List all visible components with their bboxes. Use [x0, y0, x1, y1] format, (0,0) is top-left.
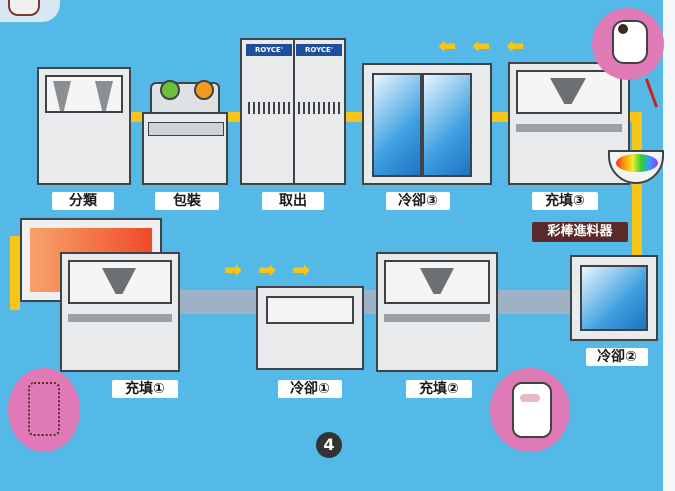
label-filling3: 充填③: [532, 192, 598, 210]
label-filling2: 充填②: [406, 380, 472, 398]
label-sorting: 分類: [52, 192, 114, 210]
cow-badge-bottom: [490, 368, 570, 452]
label-takeout: 取出: [262, 192, 324, 210]
cooling1-machine: [256, 286, 364, 370]
filling3-machine: [508, 62, 630, 185]
flow-arrow-right-3: ➡: [292, 258, 311, 283]
orange-indicator-icon: [194, 80, 214, 100]
cow-badge-top: [592, 8, 664, 80]
green-indicator-icon: [160, 80, 180, 100]
label-colorfeeder: 彩棒進料器: [532, 222, 628, 242]
packaging-machine: [142, 112, 228, 185]
flow-arrow-right-2: ➡: [258, 258, 277, 283]
label-packaging: 包裝: [155, 192, 219, 210]
filling2-machine: [376, 252, 498, 372]
cooling3-cabinet: [362, 63, 492, 185]
label-cooling3: 冷卻③: [386, 192, 450, 210]
takeout-machine: ROYCE' ROYCE': [240, 38, 346, 185]
label-cooling2: 冷卻②: [586, 348, 648, 366]
brand-left: ROYCE': [246, 44, 292, 56]
right-vertical-pipe: [632, 112, 642, 257]
sorting-machine: [37, 67, 131, 185]
badge-stick: [644, 78, 659, 108]
label-filling1: 充填①: [112, 380, 178, 398]
left-vertical-pipe: [10, 236, 20, 310]
flow-arrow-left-2: ⬅: [472, 34, 491, 59]
flow-arrow-left-1: ⬅: [438, 34, 457, 59]
right-edge-strip: [663, 0, 675, 491]
cooling2-cabinet: [570, 255, 658, 341]
middle-conveyor: [170, 290, 576, 314]
constellation-badge-left: [8, 368, 80, 452]
page-number: 4: [316, 432, 342, 458]
brand-right: ROYCE': [296, 44, 342, 56]
flow-arrow-right-1: ➡: [224, 258, 243, 283]
flow-arrow-left-3: ⬅: [506, 34, 525, 59]
label-cooling1: 冷卻①: [278, 380, 342, 398]
corner-decoration: [0, 0, 60, 22]
filling1-machine: [60, 252, 180, 372]
